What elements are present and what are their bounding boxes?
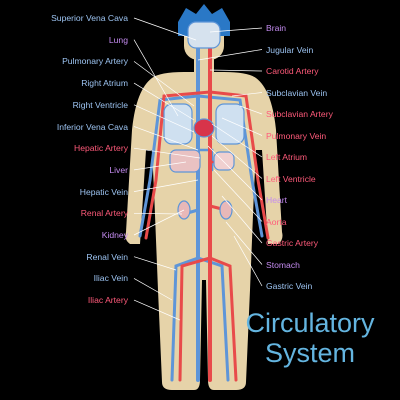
leader-left-atrium bbox=[211, 123, 263, 158]
label-lung: Lung bbox=[108, 34, 128, 45]
leader-hepatic-artery bbox=[133, 147, 201, 159]
label-iliac-vein: Iliac Vein bbox=[93, 273, 128, 284]
label-inferior-vena-cava: Inferior Vena Cava bbox=[56, 121, 128, 132]
leader-heart bbox=[207, 145, 263, 201]
label-renal-artery: Renal Artery bbox=[80, 208, 128, 219]
right-leg-artery bbox=[178, 256, 212, 382]
label-right-ventricle: Right Ventricle bbox=[72, 99, 128, 110]
leader-gastric-vein bbox=[233, 235, 263, 287]
leader-carotid-artery bbox=[209, 69, 263, 72]
leader-gastric-artery bbox=[221, 195, 263, 244]
label-pulmonary-artery: Pulmonary Artery bbox=[62, 56, 128, 67]
label-hepatic-artery: Hepatic Artery bbox=[74, 143, 128, 154]
leader-subclavian-vein bbox=[231, 92, 263, 97]
label-left-ventricle: Left Ventricle bbox=[266, 173, 316, 184]
label-subclavian-vein: Subclavian Vein bbox=[266, 87, 328, 98]
left-arm-artery bbox=[208, 90, 270, 240]
label-iliac-artery: Iliac Artery bbox=[87, 295, 128, 306]
label-aorta: Aorta bbox=[266, 216, 287, 227]
leader-aorta bbox=[213, 169, 263, 222]
label-subclavian-artery: Subclavian Artery bbox=[266, 109, 333, 119]
label-heart: Heart bbox=[266, 195, 288, 205]
label-renal-vein: Renal Vein bbox=[86, 251, 128, 262]
torso-and-limbs bbox=[125, 72, 283, 390]
right-leg-vein bbox=[170, 256, 200, 382]
label-carotid-artery: Carotid Artery bbox=[266, 66, 319, 76]
leader-brain bbox=[209, 27, 263, 33]
label-hepatic-vein: Hepatic Vein bbox=[79, 186, 128, 197]
leader-subclavian-artery bbox=[239, 105, 263, 115]
stomach bbox=[213, 151, 235, 171]
label-jugular-vein: Jugular Vein bbox=[266, 44, 314, 55]
leader-left-ventricle bbox=[211, 135, 263, 179]
leader-renal-artery bbox=[133, 212, 183, 215]
diagram-title-line2: System bbox=[264, 338, 356, 368]
right-lung bbox=[163, 103, 193, 145]
liver bbox=[169, 149, 201, 173]
label-brain: Brain bbox=[266, 23, 287, 33]
label-gastric-artery: Gastric Artery bbox=[266, 238, 319, 248]
leader-liver bbox=[133, 161, 187, 171]
leader-right-atrium bbox=[133, 82, 195, 121]
leader-iliac-artery bbox=[133, 299, 181, 321]
right-arm-artery bbox=[144, 90, 212, 240]
label-pulmonary-vein: Pulmonary Vein bbox=[266, 130, 327, 141]
leader-hepatic-vein bbox=[133, 179, 199, 192]
leader-stomach bbox=[225, 221, 263, 265]
brain bbox=[187, 21, 221, 49]
label-left-atrium: Left Atrium bbox=[266, 152, 308, 162]
heart bbox=[193, 118, 215, 138]
leader-pulmonary-artery bbox=[133, 61, 195, 107]
label-superior-vena-cava: Superior Vena Cava bbox=[51, 13, 128, 23]
left-leg-artery bbox=[208, 256, 238, 382]
leader-inferior-vena-cava bbox=[133, 126, 199, 151]
leader-lines bbox=[133, 17, 263, 321]
right-arm-vein bbox=[138, 94, 200, 238]
leader-jugular-vein bbox=[197, 49, 263, 61]
leader-pulmonary-vein bbox=[221, 117, 263, 136]
left-kidney bbox=[219, 200, 233, 220]
leader-renal-vein bbox=[133, 256, 177, 271]
left-arm-vein bbox=[196, 94, 264, 238]
leader-kidney bbox=[133, 209, 185, 236]
arteries bbox=[144, 28, 270, 382]
label-gastric-vein: Gastric Vein bbox=[266, 281, 313, 291]
label-stomach: Stomach bbox=[266, 259, 300, 270]
label-right-atrium: Right Atrium bbox=[81, 78, 128, 89]
leader-superior-vena-cava bbox=[133, 17, 197, 41]
label-kidney: Kidney bbox=[101, 230, 128, 240]
leader-iliac-vein bbox=[133, 278, 173, 301]
leader-right-ventricle bbox=[133, 104, 195, 133]
left-lung bbox=[215, 103, 245, 145]
label-liver: Liver bbox=[109, 164, 128, 175]
diagram-title-line1: Circulatory bbox=[245, 308, 375, 338]
